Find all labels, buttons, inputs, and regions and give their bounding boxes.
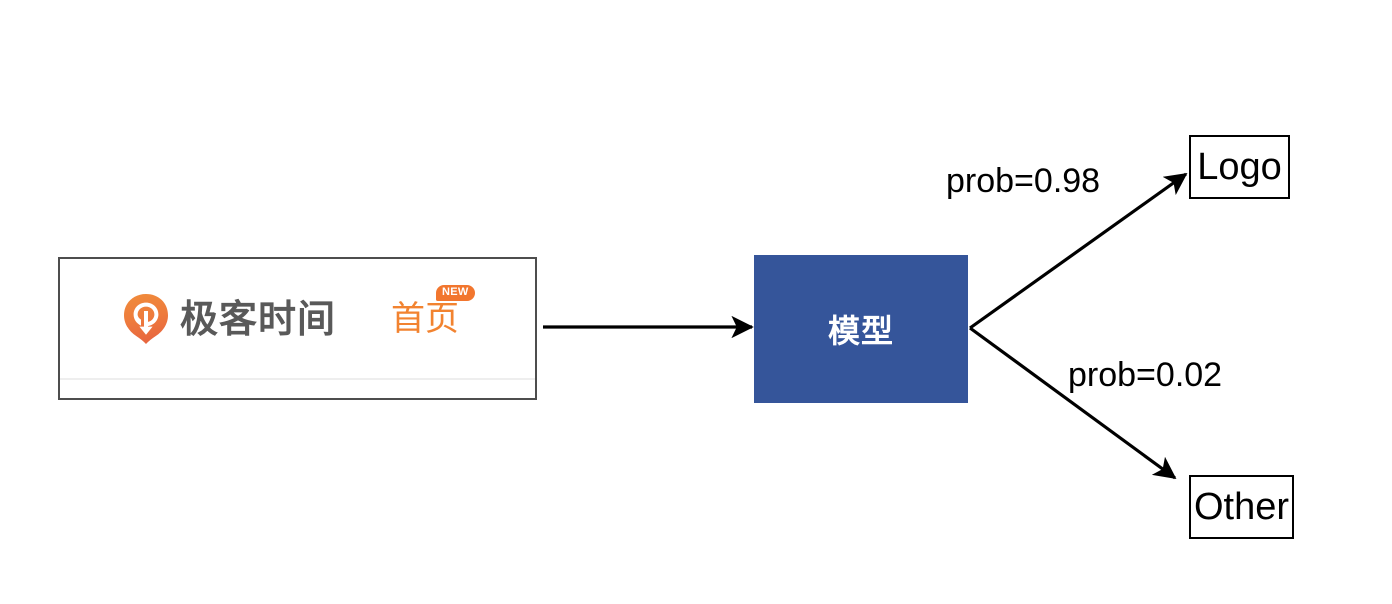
model-box-label: 模型: [827, 312, 894, 350]
arrow-model-to-other: [969, 326, 1177, 480]
screenshot-nav-bar: 极客时间 首页 NEW: [60, 259, 535, 378]
brand-block: 极客时间: [123, 293, 336, 345]
nav-item-home-label: 首页: [391, 298, 460, 339]
edge-label-prob-logo: prob=0.98: [946, 162, 1101, 200]
edge-label-prob-other: prob=0.02: [1068, 356, 1223, 394]
nav-item-home[interactable]: 首页 NEW: [391, 284, 475, 339]
screenshot-divider: [60, 378, 535, 380]
output-box-logo: Logo: [1189, 135, 1290, 199]
output-box-other: Other: [1189, 475, 1294, 539]
output-box-logo-label: Logo: [1197, 146, 1282, 188]
input-screenshot-panel: 极客时间 首页 NEW: [58, 257, 537, 400]
new-badge: NEW: [436, 284, 475, 301]
geek-time-pin-logo-icon: [123, 293, 169, 345]
brand-name: 极客时间: [180, 296, 337, 341]
output-box-other-label: Other: [1193, 486, 1290, 528]
model-box: 模型: [754, 255, 968, 403]
